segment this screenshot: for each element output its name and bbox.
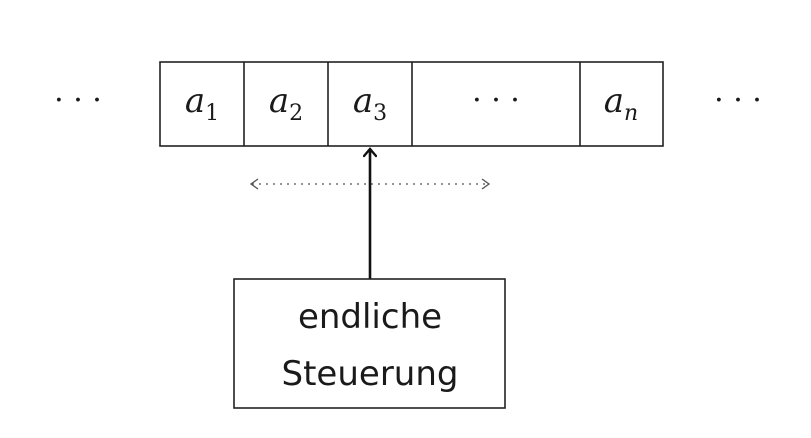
tape-left-ellipsis: · · · [54,83,102,118]
head-movement-arrow [249,178,491,190]
tape: a1 a2 a3 · · · an [159,61,664,147]
right-arrowhead-icon [481,178,491,190]
finite-control: endliche Steuerung [233,278,506,409]
tape-cell-an: an [604,81,638,126]
left-arrowhead-icon [249,178,259,190]
finite-control-label-line2: Steuerung [282,354,459,394]
finite-control-label-line1: endliche [298,297,442,337]
tape-cell-a3: a3 [353,81,387,126]
tape-cell-ellipsis: · · · [472,83,520,118]
tape-cell-a2: a2 [269,81,303,126]
tape-cell-a1: a1 [185,81,219,126]
tape-right-ellipsis: · · · [714,83,762,118]
finite-control-box [233,278,506,409]
